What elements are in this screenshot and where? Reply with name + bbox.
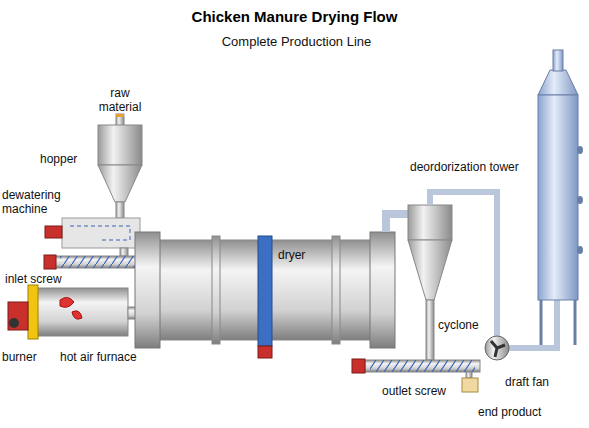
part-label: cyclone	[438, 318, 479, 332]
part-label: dewatering machine	[2, 188, 77, 216]
part-label: burner	[2, 350, 37, 364]
subtitle-label: Complete Production Line	[2, 34, 589, 50]
part-label: draft fan	[505, 375, 549, 389]
part-label: deordorization tower	[410, 160, 519, 174]
part-label: inlet screw	[5, 272, 62, 286]
part-label: hot air furnace	[60, 350, 137, 364]
part-label: dryer	[278, 248, 305, 262]
part-label: outlet screw	[382, 384, 446, 398]
part-label: end product	[478, 405, 541, 419]
diagram-title: Chicken Manure Drying Flow	[0, 8, 589, 25]
part-label: raw material	[90, 86, 150, 114]
part-label: hopper	[40, 152, 77, 166]
